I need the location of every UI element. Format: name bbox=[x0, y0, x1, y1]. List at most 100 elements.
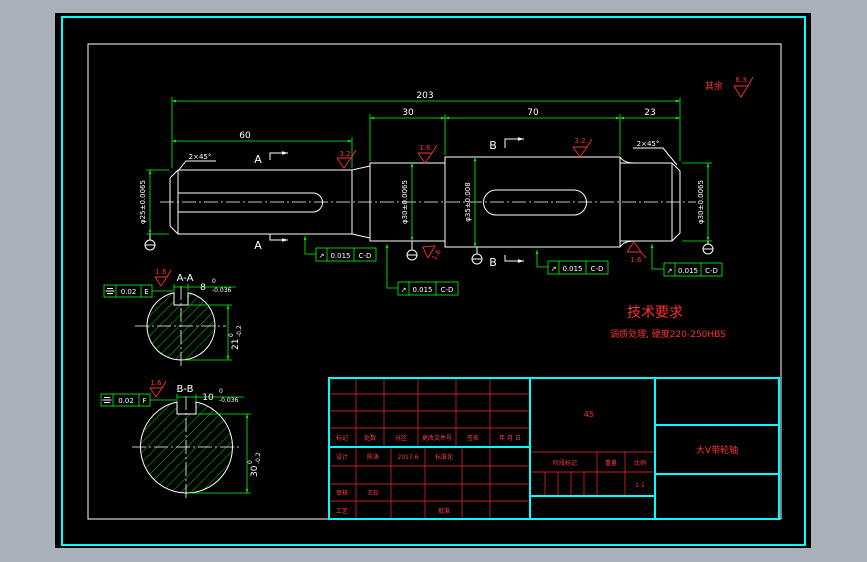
tb-standardize-label: 标准化 bbox=[435, 453, 453, 461]
dim-keyway-section: 70 bbox=[527, 108, 539, 118]
title-block-major-lines bbox=[329, 378, 779, 519]
runout-datum: C-D bbox=[359, 252, 372, 260]
tb-header-date: 年 月 日 bbox=[499, 434, 521, 442]
roughness-icon-tail bbox=[640, 251, 647, 259]
depth-nominal: 30 bbox=[250, 465, 260, 477]
dim-bearing-left: 30 bbox=[402, 108, 414, 118]
key-width-lower: -0.036 bbox=[219, 397, 239, 404]
section-aa-depth-dim: 21 0 -0.2 bbox=[183, 304, 243, 361]
runout-box bbox=[397, 281, 459, 296]
tb-header-change-doc: 更改文件号 bbox=[422, 434, 452, 442]
shaft-right-fillet bbox=[619, 156, 635, 248]
key-width-nominal: 8 bbox=[200, 283, 206, 293]
section-arrow-b-top bbox=[504, 137, 524, 148]
runout-value: 0.015 bbox=[412, 286, 432, 294]
runout-leader bbox=[385, 244, 398, 289]
runout-frame-1: ↗ 0.015 C-D bbox=[303, 236, 377, 262]
roughness-icon bbox=[417, 152, 433, 164]
section-bb-key-width-dim: 10 0 -0.036 bbox=[176, 388, 244, 404]
roughness-icon bbox=[149, 387, 163, 398]
runout-value: 0.015 bbox=[330, 252, 350, 260]
runout-icon: ↗ bbox=[551, 265, 557, 273]
section-mark-a-top: A bbox=[254, 153, 262, 166]
dim-diameter-middle: φ35±0.008 bbox=[464, 182, 472, 221]
section-aa-key-width-dim: 8 0 -0.036 bbox=[173, 278, 236, 294]
runout-frame-2: ↗ 0.015 C-D bbox=[385, 244, 459, 296]
tb-header-mark: 标记 bbox=[336, 434, 348, 442]
dim-overall: 203 bbox=[416, 91, 433, 101]
depth-upper: 0 bbox=[247, 460, 254, 464]
roughness-value: 1.6 bbox=[630, 256, 642, 264]
chamfer-note-right: 2×45° bbox=[637, 140, 660, 148]
runout-icon: ↗ bbox=[319, 252, 325, 260]
symmetry-datum: F bbox=[142, 397, 146, 405]
title-block-stage-grid bbox=[530, 451, 655, 496]
roughness-icon bbox=[626, 241, 642, 253]
shaft-middle-segment bbox=[444, 156, 621, 248]
depth-lower: -0.2 bbox=[255, 452, 262, 464]
roughness-icon bbox=[154, 276, 168, 287]
tb-scale: 1:1 bbox=[635, 482, 645, 489]
tb-stage-label: 阶段标记 bbox=[553, 459, 577, 467]
roughness-icon-tail bbox=[350, 149, 357, 159]
shaft-main-view: 203 60 30 70 23 φ25±0.0065 φ30±0.0065 φ3… bbox=[139, 76, 754, 296]
tb-date: 2017.6 bbox=[398, 454, 419, 461]
symmetry-icon bbox=[102, 397, 112, 403]
datum-symbol-left-end bbox=[144, 234, 156, 251]
roughness-icon bbox=[422, 245, 436, 259]
symmetry-value: 0.02 bbox=[121, 288, 137, 296]
key-width-lower: -0.036 bbox=[212, 287, 232, 294]
runout-box bbox=[315, 247, 377, 262]
roughness-value: 3.2 bbox=[574, 137, 585, 145]
section-aa-roughness: 1.6 bbox=[154, 268, 172, 287]
section-bb-symmetry-frame: 0.02 F bbox=[100, 393, 176, 407]
left-keyway bbox=[178, 192, 323, 213]
roughness-other-surfaces: 其余 6.3 bbox=[705, 76, 754, 98]
section-arrow-b-bottom bbox=[504, 255, 524, 263]
depth-upper: 0 bbox=[228, 333, 235, 337]
runout-leader bbox=[303, 236, 316, 255]
dim-diameter-bearing-left: φ30±0.0065 bbox=[401, 180, 409, 224]
middle-keyway bbox=[483, 189, 587, 216]
title-block-border bbox=[328, 377, 780, 520]
runout-datum: C-D bbox=[705, 267, 718, 275]
roughness-icon-tail bbox=[586, 138, 593, 148]
depth-lower: -0.2 bbox=[236, 325, 243, 337]
runout-value: 0.015 bbox=[678, 267, 698, 275]
symmetry-value: 0.02 bbox=[118, 397, 134, 405]
roughness-icon-tail bbox=[161, 380, 167, 389]
runout-box bbox=[547, 260, 609, 275]
datum-symbol-bearing-right bbox=[702, 241, 714, 255]
tb-part-name: 大V带轮轴 bbox=[696, 444, 738, 456]
tb-weight-label: 重量 bbox=[605, 459, 617, 467]
roughness-icon-tail bbox=[431, 144, 438, 154]
section-bb-profile bbox=[140, 401, 233, 494]
section-bb-depth-dim: 30 0 -0.2 bbox=[188, 413, 262, 494]
tb-designer: 陈涛 bbox=[367, 453, 379, 461]
key-width-nominal: 10 bbox=[202, 393, 214, 403]
dim-first-step: 60 bbox=[239, 131, 251, 141]
tb-header-signature: 签名 bbox=[467, 434, 479, 442]
section-bb-roughness: 1.6 bbox=[149, 379, 167, 398]
key-width-upper: 0 bbox=[219, 388, 223, 395]
roughness-value: 1.6 bbox=[155, 268, 167, 276]
datum-symbol-bearing-left bbox=[406, 241, 418, 261]
tb-reviewer: 王珍 bbox=[367, 489, 379, 497]
roughness-icon bbox=[336, 157, 352, 169]
title-block-revision-grid bbox=[329, 378, 530, 447]
title-block: 标记 处数 分区 更改文件号 签名 年 月 日 设计 陈涛 2017.6 标准化… bbox=[328, 377, 780, 520]
tb-approve-label: 批准 bbox=[438, 507, 450, 515]
section-view-bb: B-B 1.6 0.02 F 10 0 -0.036 bbox=[100, 379, 262, 501]
section-mark-b-bottom: B bbox=[489, 256, 497, 269]
chamfer-leader-right bbox=[633, 147, 678, 166]
symmetry-datum: E bbox=[144, 288, 148, 296]
tb-header-zone: 分区 bbox=[395, 434, 407, 442]
roughness-icon-tail bbox=[166, 269, 172, 278]
roughness-value: 1.6 bbox=[150, 379, 162, 387]
tb-scale-label: 比例 bbox=[634, 459, 646, 467]
runout-leader bbox=[650, 244, 664, 270]
section-aa-symmetry-frame: 0.02 E bbox=[103, 284, 173, 298]
chamfer-note-left: 2×45° bbox=[189, 153, 212, 161]
roughness-icon-tail bbox=[747, 76, 754, 87]
